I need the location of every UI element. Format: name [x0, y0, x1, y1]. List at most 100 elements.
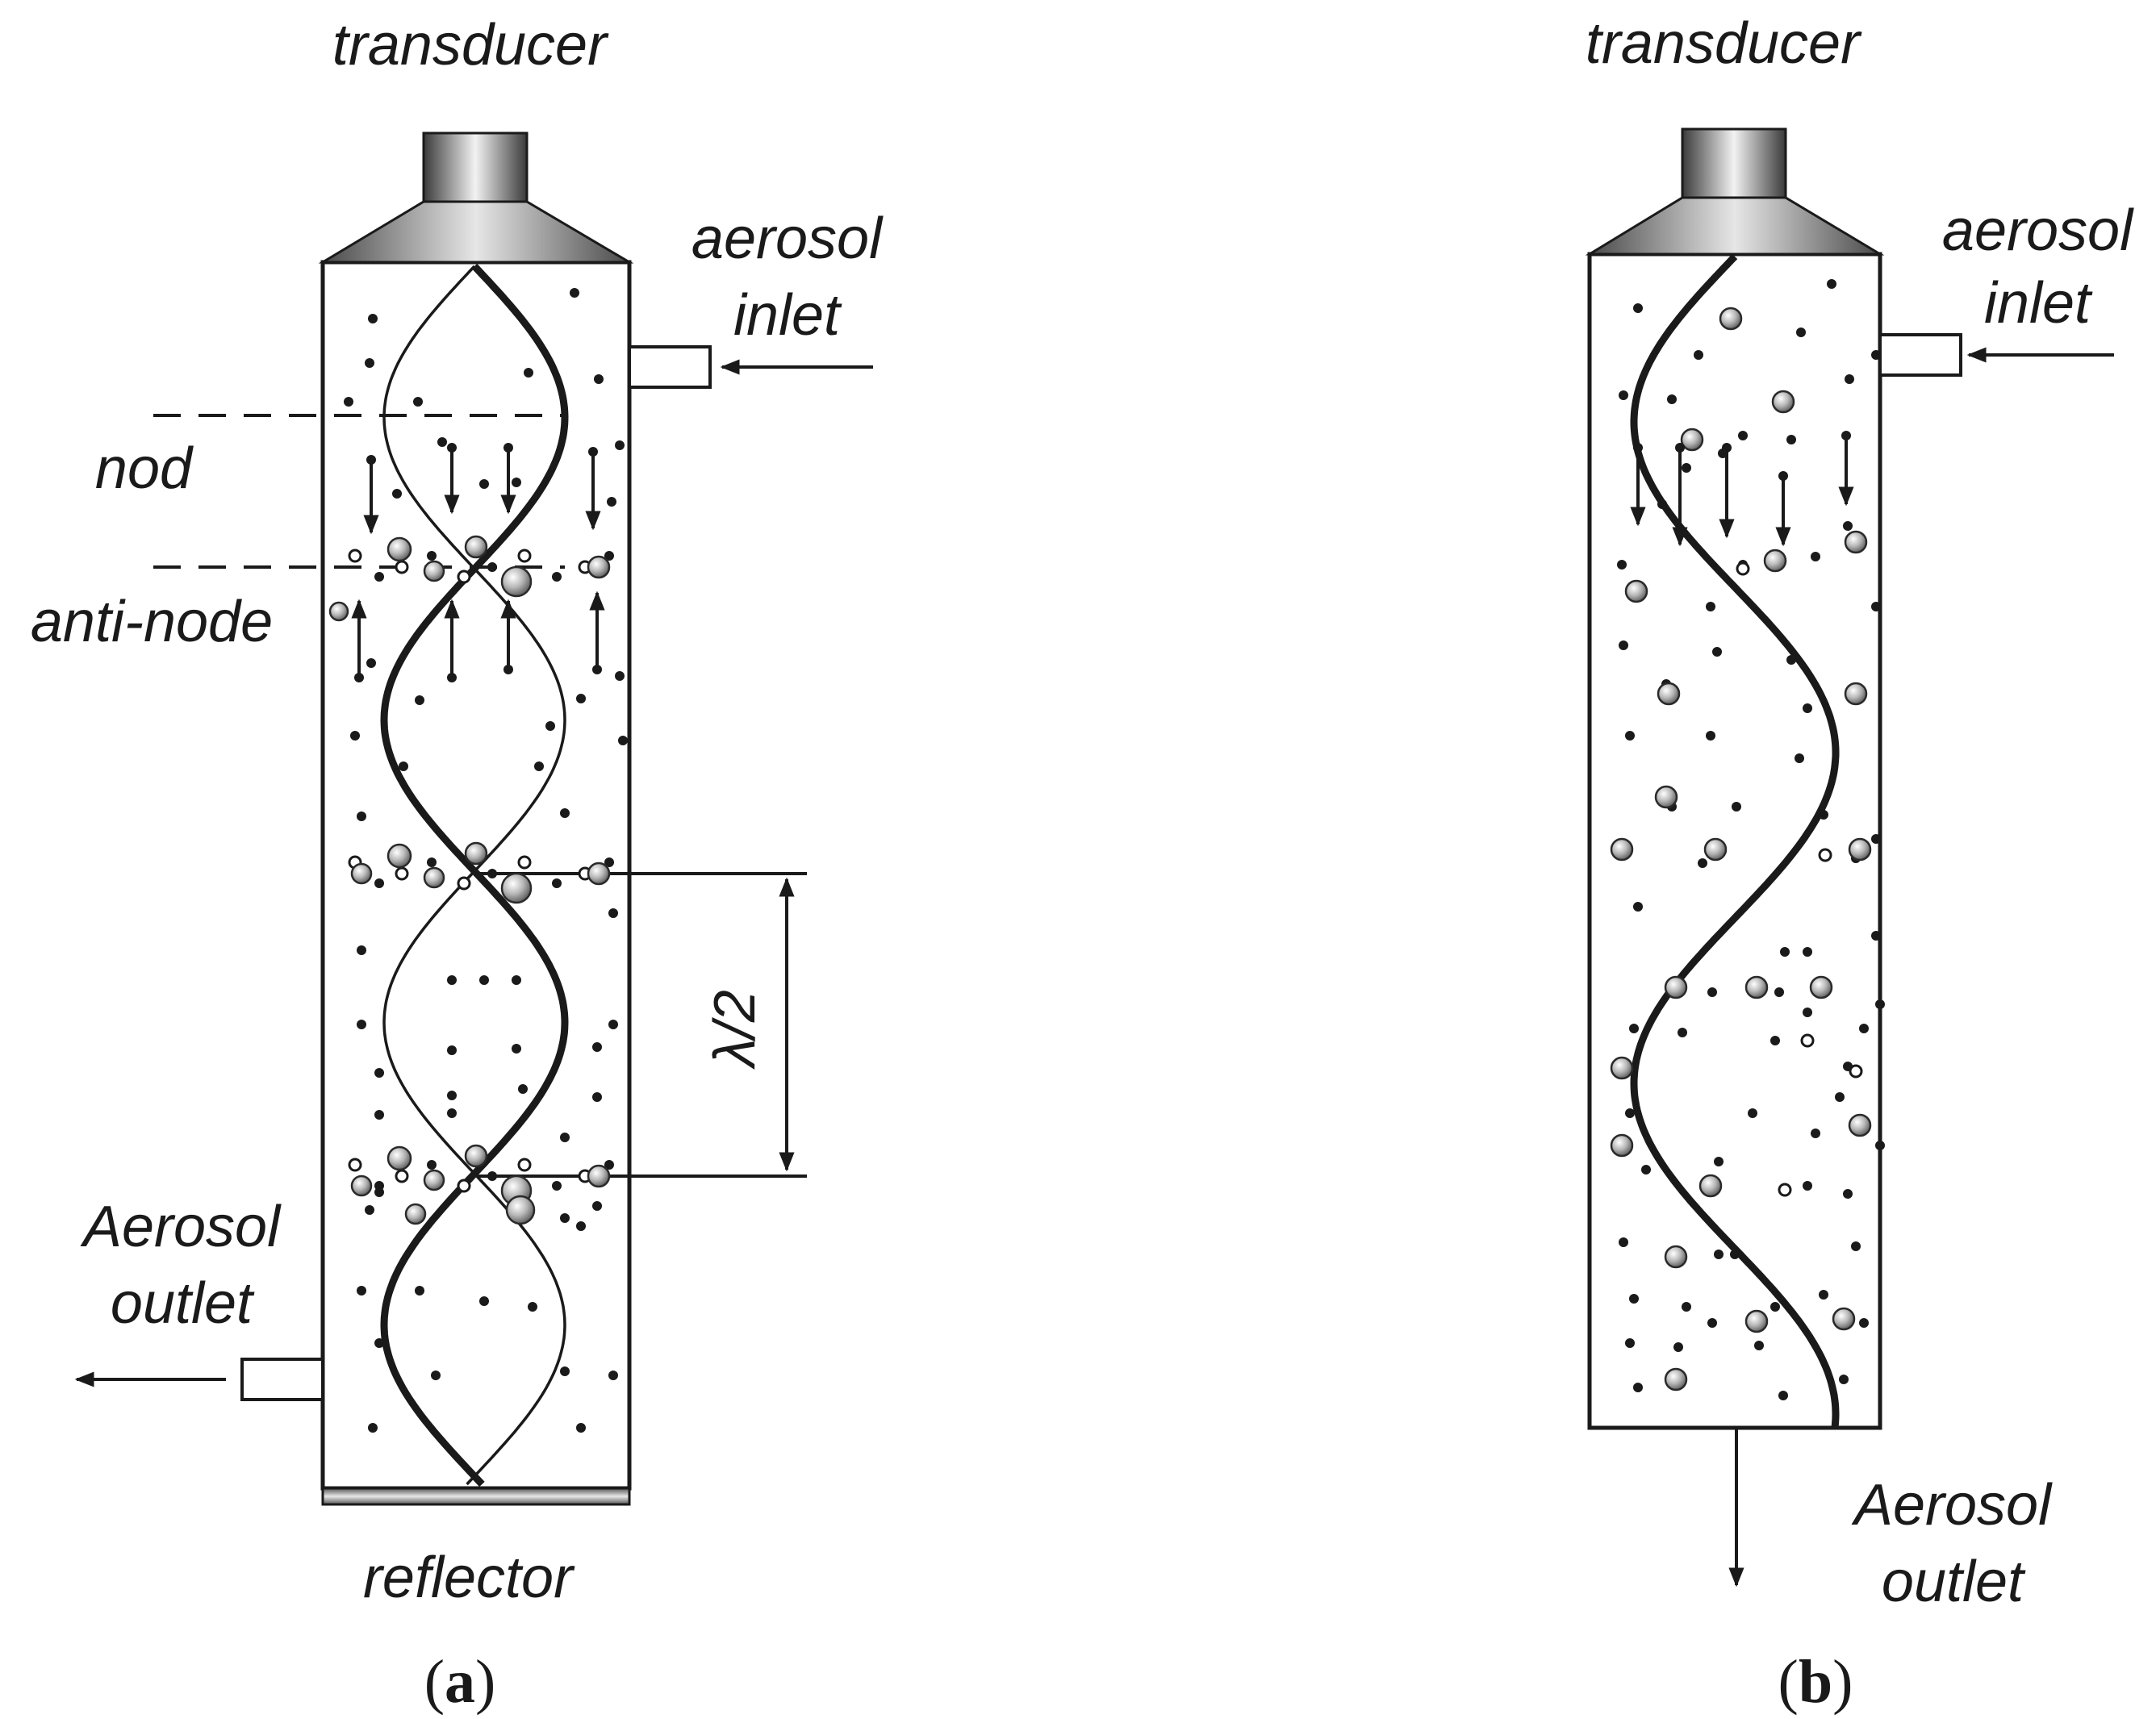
particle-small: [395, 866, 409, 881]
particle: [607, 497, 616, 507]
agglomerate: [1719, 307, 1743, 331]
aerosol-outlet-label-a-1: Aerosol: [80, 1195, 282, 1259]
reflector-plate-a: [321, 1487, 631, 1506]
particle: [365, 358, 374, 368]
agglomerate: [1744, 975, 1769, 999]
particle: [427, 857, 437, 867]
particle: [1633, 443, 1643, 453]
particle: [374, 1068, 384, 1078]
particle: [1738, 431, 1748, 440]
particle: [447, 975, 457, 985]
transducer-horn-a: [318, 200, 634, 264]
migration-arrows-a: [351, 443, 605, 682]
particle: [1778, 471, 1788, 481]
agglomerate: [1744, 1309, 1769, 1333]
particle: [1707, 1318, 1717, 1328]
agglomerate: [1844, 530, 1868, 554]
agglomerate: [1610, 1056, 1634, 1080]
particle: [1803, 1008, 1812, 1017]
particle: [1617, 560, 1627, 570]
particle: [1707, 987, 1717, 997]
particle: [1796, 328, 1806, 337]
particle: [366, 658, 376, 668]
standing-wave-thin-a: [382, 265, 566, 1486]
particle: [1698, 858, 1707, 868]
transducer-cap-a: [422, 131, 529, 203]
particle: [447, 673, 457, 682]
particle: [487, 562, 497, 572]
particle-small: [457, 570, 471, 584]
particle: [592, 665, 602, 674]
particle: [1748, 1108, 1757, 1118]
particle: [528, 1302, 537, 1312]
particle: [1619, 390, 1628, 400]
particle: [399, 761, 408, 771]
particle-small: [1736, 561, 1750, 576]
agglomerate: [423, 560, 445, 582]
particle: [415, 1286, 424, 1296]
particle: [503, 443, 513, 453]
particle: [1657, 499, 1667, 509]
inlet-port-a: [628, 345, 712, 389]
particle: [365, 1205, 374, 1215]
particle: [368, 1423, 378, 1433]
agglomerate: [1848, 837, 1872, 862]
particle: [545, 721, 555, 731]
agglomerate: [1848, 1113, 1872, 1137]
agglomerate: [1664, 975, 1688, 999]
caption-b: (b): [1778, 1648, 1853, 1716]
particle: [1712, 647, 1722, 657]
particle: [552, 572, 562, 582]
agglomerate: [1832, 1307, 1856, 1331]
agglomerate: [505, 1195, 536, 1225]
transducer-cap-b: [1681, 127, 1787, 199]
agglomerate: [1610, 837, 1634, 862]
migration-arrows-b: [1630, 431, 1854, 547]
agglomerate: [386, 1145, 412, 1171]
particle: [354, 673, 364, 682]
particle: [512, 478, 521, 487]
particle-small: [457, 1179, 471, 1193]
reflector-label: reflector: [363, 1546, 575, 1610]
particle: [576, 1221, 586, 1231]
nod-label: nod: [95, 436, 194, 501]
particle: [1633, 1383, 1643, 1392]
particle: [1786, 435, 1796, 444]
particle-small: [517, 855, 532, 870]
particle: [357, 812, 366, 821]
particle: [552, 878, 562, 888]
particle: [1625, 1338, 1635, 1348]
particle: [366, 455, 376, 465]
particle: [512, 975, 521, 985]
particle: [1839, 1375, 1849, 1384]
particle: [392, 489, 402, 499]
particle: [592, 1092, 602, 1102]
particle: [1682, 1302, 1691, 1312]
particle: [1619, 640, 1628, 650]
particle: [374, 1110, 384, 1120]
particle: [1859, 1318, 1869, 1328]
particle: [1730, 1250, 1740, 1259]
particle: [350, 731, 360, 741]
transducer-label-b: transducer: [1586, 11, 1862, 76]
particles-a: [328, 288, 628, 1433]
particle: [615, 440, 625, 450]
aerosol-outlet-label-b-2: outlet: [1882, 1550, 2026, 1614]
agglomerate: [1771, 390, 1795, 414]
particle: [1871, 931, 1881, 941]
particle: [1780, 947, 1790, 957]
particle-small: [457, 876, 471, 891]
transducer-b: [1585, 127, 1885, 256]
particle: [1875, 999, 1885, 1009]
agglomerate: [587, 862, 611, 886]
particle: [447, 1045, 457, 1055]
particle: [518, 1084, 528, 1094]
particle: [1714, 1250, 1724, 1259]
transducer-horn-b: [1585, 196, 1885, 256]
aerosol-inlet-label-b-1: aerosol: [1942, 198, 2134, 263]
anti-node-label: anti-node: [31, 590, 273, 654]
panel-b: transducer aerosol inlet Aerosol outlet …: [1585, 11, 2134, 1716]
particle: [368, 314, 378, 323]
agglomerate: [587, 555, 611, 579]
particle: [588, 447, 598, 457]
